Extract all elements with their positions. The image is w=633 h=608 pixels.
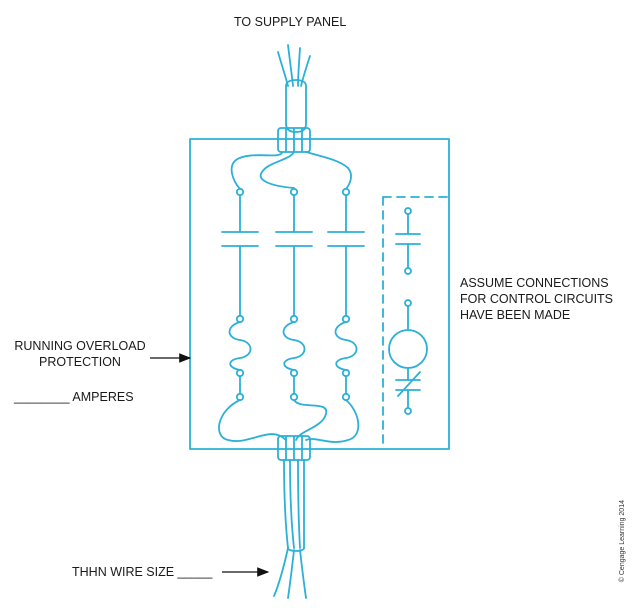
assume-connections-line2: FOR CONTROL CIRCUITS — [460, 292, 614, 306]
top-connector — [277, 127, 311, 153]
overload-heaters — [228, 314, 358, 402]
amperes-label: ________ AMPERES — [14, 390, 134, 404]
motor-cable — [273, 459, 307, 599]
line-side-wiring — [230, 151, 352, 190]
assume-connections-line3: HAVE BEEN MADE — [460, 308, 571, 322]
supply-panel-label: TO SUPPLY PANEL — [234, 15, 347, 29]
overload-label-line1: RUNNING OVERLOAD — [14, 339, 146, 353]
overload-label-line2: PROTECTION — [39, 355, 121, 369]
power-contacts — [221, 194, 365, 316]
assume-connections-line1: ASSUME CONNECTIONS — [460, 276, 609, 290]
bottom-connector — [277, 435, 311, 461]
contact-terminals-top — [235, 187, 351, 197]
load-side-wiring — [218, 399, 360, 443]
coil-symbol — [388, 329, 428, 369]
copyright-notice: © Cengage Learning 2014 — [619, 500, 626, 583]
wire-size-label: THHN WIRE SIZE _____ — [72, 565, 213, 579]
supply-cable — [277, 44, 311, 133]
control-section-dashed — [382, 196, 450, 450]
enclosure — [189, 138, 450, 450]
control-circuit — [388, 207, 428, 415]
